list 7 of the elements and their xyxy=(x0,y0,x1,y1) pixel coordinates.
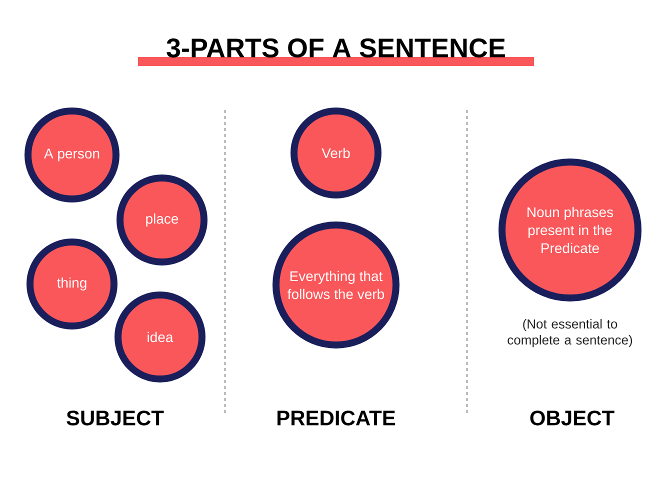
column-label: OBJECT xyxy=(530,410,614,426)
note: (Not essential to complete a sentence) xyxy=(508,319,632,348)
circle-node: Everything that follows the verb xyxy=(272,222,400,348)
column-label: PREDICATE xyxy=(278,410,396,426)
title: 3-PARTS OF A SENTENCE xyxy=(166,38,505,58)
circle-node: Noun phrases present in the Predicate xyxy=(498,158,642,302)
column-label: SUBJECT xyxy=(66,410,164,426)
